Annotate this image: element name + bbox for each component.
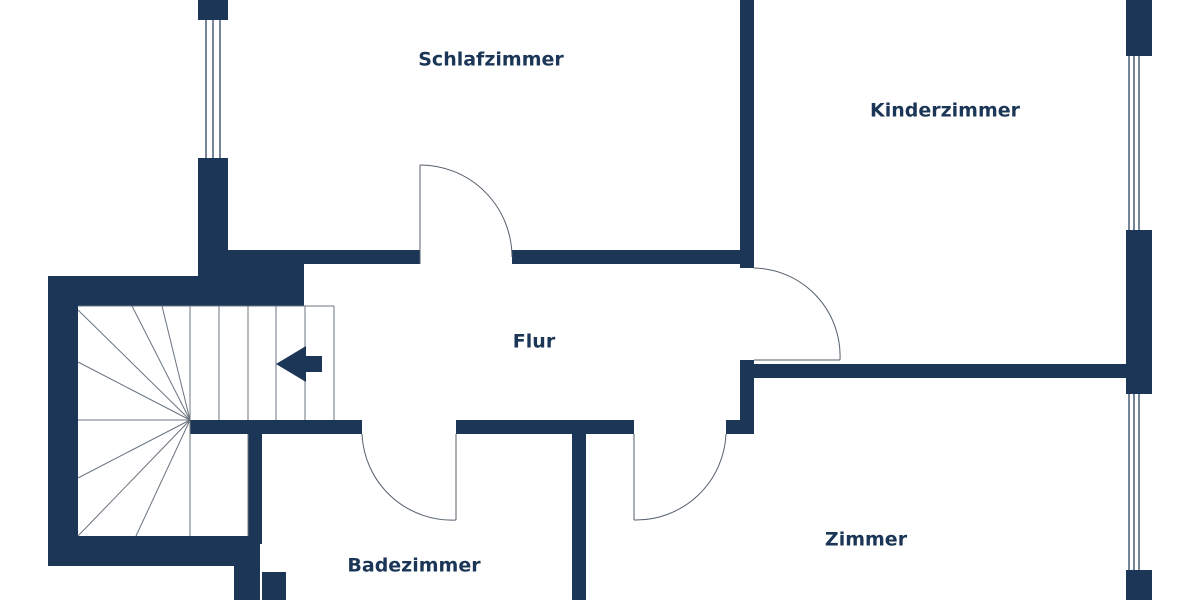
doors xyxy=(361,164,841,521)
wall-segment xyxy=(48,536,260,566)
room-labels: Schlafzimmer Kinderzimmer Flur Badezimme… xyxy=(347,49,1020,577)
room-label-schlafzimmer: Schlafzimmer xyxy=(418,49,564,71)
wall-segment xyxy=(456,420,634,434)
window-kinderzimmer xyxy=(1128,56,1140,230)
door-schlafzimmer xyxy=(419,164,513,264)
wall-segment xyxy=(48,276,78,566)
door-zimmer xyxy=(633,433,727,521)
arrow-left-icon xyxy=(276,346,322,382)
wall-segment xyxy=(248,420,262,544)
window-zimmer xyxy=(1128,394,1140,570)
wall-segment xyxy=(572,420,586,600)
wall-segment xyxy=(190,420,362,434)
walls xyxy=(48,0,1152,600)
wall-segment xyxy=(262,572,286,600)
wall-segment xyxy=(740,364,1152,378)
windows xyxy=(205,20,1140,570)
room-label-badezimmer: Badezimmer xyxy=(347,555,481,577)
wall-segment xyxy=(1126,0,1152,56)
room-label-flur: Flur xyxy=(513,331,556,353)
window-schlafzimmer xyxy=(205,20,221,158)
wall-segment xyxy=(198,0,228,20)
wall-segment xyxy=(198,250,304,306)
wall-segment xyxy=(1126,230,1152,394)
door-kinderzimmer xyxy=(753,267,841,361)
room-label-kinderzimmer: Kinderzimmer xyxy=(870,100,1021,122)
staircase xyxy=(77,305,335,537)
wall-segment xyxy=(512,250,754,264)
wall-segment xyxy=(740,360,754,434)
wall-segment xyxy=(1126,570,1152,600)
wall-segment xyxy=(740,0,754,268)
door-badezimmer xyxy=(361,433,457,521)
wall-segment xyxy=(198,158,228,258)
wall-segment xyxy=(234,536,260,600)
room-label-zimmer: Zimmer xyxy=(825,529,908,551)
